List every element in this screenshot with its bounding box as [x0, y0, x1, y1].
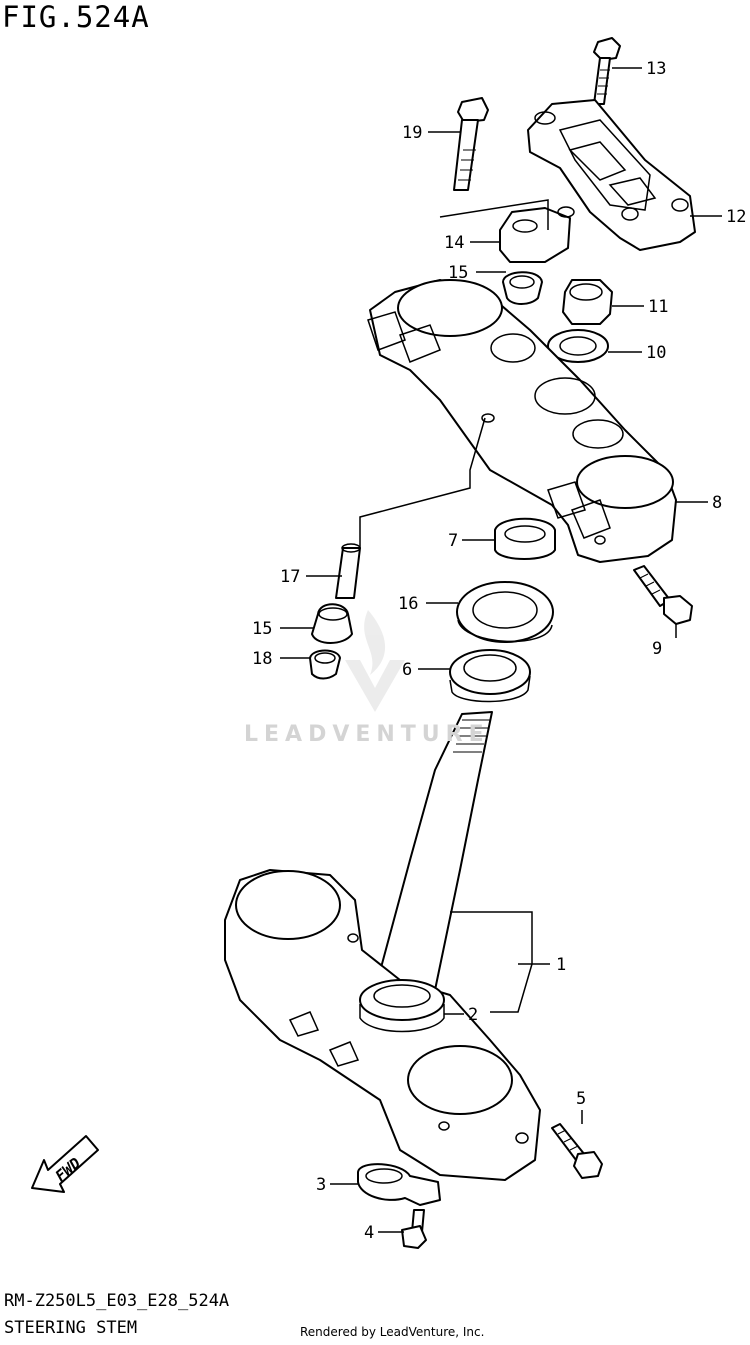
- callout-11: 11: [648, 297, 668, 317]
- part-5-bolt: [551, 1123, 603, 1179]
- callout-12: 12: [726, 207, 746, 227]
- part-17-bolt: [453, 97, 489, 191]
- callout-9: 9: [652, 639, 662, 659]
- part-7-nut: [494, 517, 556, 560]
- callout-4: 4: [364, 1223, 374, 1243]
- callout-2: 2: [468, 1005, 478, 1025]
- callout-7: 7: [448, 531, 458, 551]
- callout-3: 3: [316, 1175, 326, 1195]
- part-13-bolt: [593, 37, 621, 105]
- callout-15-lower: 15: [252, 619, 272, 639]
- callout-6: 6: [402, 660, 412, 680]
- callout-14: 14: [444, 233, 464, 253]
- section-name: STEERING STEM: [4, 1318, 138, 1338]
- callout-13: 13: [646, 59, 666, 79]
- watermark-text: LEADVENTURE: [244, 722, 490, 747]
- watermark-logo: [345, 610, 405, 712]
- part-1-steering-stem: [224, 711, 541, 1181]
- part-9-bolt: [633, 565, 693, 625]
- callout-17: 19: [402, 123, 422, 143]
- part-18-spacer: [335, 543, 361, 599]
- part-15-damper-upper: [502, 271, 543, 305]
- part-10-washer: [547, 329, 609, 363]
- callout-10: 10: [646, 343, 666, 363]
- fwd-arrow-icon: FWD: [31, 1135, 99, 1193]
- callout-16: 16: [398, 594, 418, 614]
- part-3-hose-clamp: [357, 1163, 441, 1206]
- leader-8-18: [359, 417, 486, 548]
- part-11-nut: [562, 279, 613, 325]
- part-4-bolt: [401, 1209, 427, 1249]
- leader-lines: [280, 67, 722, 1233]
- callout-8: 8: [712, 493, 722, 513]
- render-credit: Rendered by LeadVenture, Inc.: [300, 1325, 485, 1339]
- callout-19: 18: [252, 649, 272, 669]
- part-15-damper-lower: [311, 603, 353, 644]
- part-8-upper-bracket: [367, 279, 677, 563]
- part-6-bearing: [449, 649, 531, 703]
- callout-5: 5: [576, 1089, 586, 1109]
- part-2-lower-bearing: [359, 979, 445, 1033]
- part-16-dust-seal: [456, 581, 554, 643]
- callout-18: 17: [280, 567, 300, 587]
- figure-title: FIG.524A: [2, 0, 150, 34]
- part-14-lower-holder: [499, 206, 575, 263]
- part-12-handlebar-holder: [527, 99, 696, 251]
- leader-17-14: [439, 199, 549, 230]
- model-code: RM-Z250L5_E03_E28_524A: [4, 1291, 230, 1311]
- part-19-collar: [309, 649, 341, 680]
- callout-15-upper: 15: [448, 263, 468, 283]
- callout-1: 1: [556, 955, 566, 975]
